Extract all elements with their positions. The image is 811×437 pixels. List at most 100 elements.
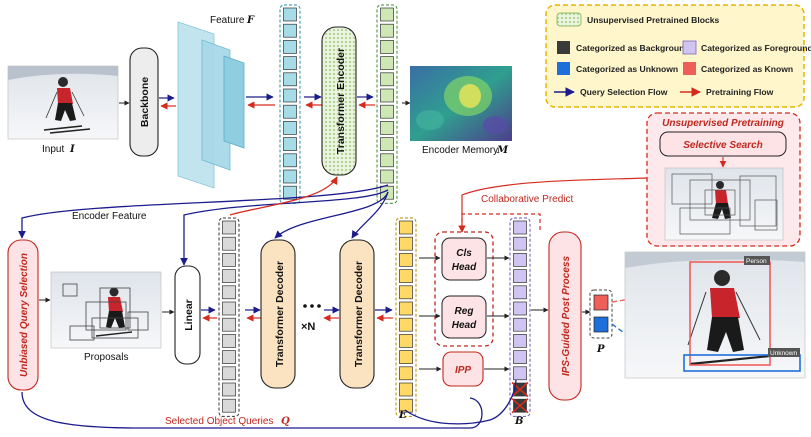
memory-token-cell bbox=[380, 121, 394, 135]
legend-query-flow: Query Selection Flow bbox=[580, 87, 668, 97]
discard-mark bbox=[511, 398, 529, 414]
backbone-block bbox=[129, 47, 159, 157]
e-token-frame bbox=[395, 217, 417, 417]
query-token-cell bbox=[222, 366, 236, 381]
legend-background-swatch bbox=[557, 41, 570, 54]
feature-label: Feature bbox=[210, 15, 245, 26]
feature-token-cell bbox=[283, 153, 297, 168]
p-token-known bbox=[593, 294, 609, 311]
unsupervised-pretraining-label: Unsupervised Pretraining bbox=[662, 118, 784, 129]
legend-pretrain-flow: Pretraining Flow bbox=[706, 87, 774, 97]
ipp-label: IPP bbox=[455, 365, 471, 376]
legend: Unsupervised Pretrained Blocks Categoriz… bbox=[545, 4, 811, 108]
memory-token-cell bbox=[380, 153, 394, 168]
e-token-cell bbox=[399, 285, 413, 300]
linear-label: Linear bbox=[183, 299, 195, 331]
input-label: Input bbox=[42, 144, 64, 155]
ipp-block bbox=[442, 351, 484, 387]
query-token-cell bbox=[222, 398, 236, 413]
transformer-encoder-label: Transformer Encoder bbox=[335, 48, 347, 154]
memory-token-cell bbox=[380, 104, 394, 119]
repeat-label: ×N bbox=[301, 321, 315, 333]
ellipsis-dot-2 bbox=[310, 304, 314, 308]
reg-head-block bbox=[441, 295, 487, 339]
pretraining-to-heads-flow bbox=[458, 177, 648, 233]
e-token-cell bbox=[399, 269, 413, 283]
e-token-column bbox=[395, 217, 417, 417]
b-token-cell bbox=[513, 285, 527, 300]
b-token-cell bbox=[513, 220, 527, 235]
query-token-frame bbox=[218, 217, 240, 417]
selected-object-queries-label: Selected Object Queries bbox=[165, 416, 273, 427]
e-token-cell bbox=[399, 220, 413, 235]
feature-token-cell bbox=[283, 104, 297, 119]
b-token-column bbox=[509, 217, 531, 417]
proposals-label: Proposals bbox=[84, 352, 128, 363]
query-token-cell bbox=[222, 253, 236, 267]
legend-foreground-swatch bbox=[682, 40, 697, 55]
legend-known: Categorized as Known bbox=[701, 64, 793, 74]
selective-search-label: Selective Search bbox=[683, 140, 763, 151]
b-token-cell bbox=[513, 317, 527, 332]
query-token-cell bbox=[222, 269, 236, 283]
selective-search-image bbox=[664, 167, 784, 241]
unbiased-query-selection-block bbox=[7, 239, 39, 391]
e-token-cell bbox=[399, 317, 413, 332]
memory-token-cell bbox=[380, 137, 394, 151]
feature-token-cell bbox=[283, 137, 297, 151]
query-token-cell bbox=[222, 317, 236, 332]
backbone-label: Backbone bbox=[139, 77, 151, 127]
memory-token-cell bbox=[380, 169, 394, 184]
memory-token-cell bbox=[380, 72, 394, 87]
unknown-tag-label: Unknown bbox=[770, 350, 797, 357]
linear-block bbox=[174, 265, 201, 365]
collaborative-predict-label: Collaborative Predict bbox=[481, 194, 573, 205]
b-token-cell bbox=[513, 301, 527, 316]
unbiased-query-selection-label: Unbiased Query Selection bbox=[19, 253, 30, 377]
query-token-cell bbox=[222, 236, 236, 251]
encoder-feature-to-decoder bbox=[351, 191, 389, 239]
memory-token-cell bbox=[380, 7, 394, 22]
e-token-cell bbox=[399, 350, 413, 364]
e-symbol: E bbox=[398, 410, 407, 421]
feature-token-cell bbox=[283, 121, 297, 135]
encoder-feature-to-linear bbox=[180, 189, 389, 266]
feature-token-cell bbox=[283, 56, 297, 70]
query-token-cell bbox=[222, 350, 236, 364]
e-token-cell bbox=[399, 382, 413, 397]
b-symbol: B bbox=[514, 416, 523, 427]
p-token-unknown bbox=[593, 316, 609, 333]
legend-pretrained-swatch bbox=[556, 12, 582, 27]
feature-maps bbox=[177, 21, 245, 189]
feature-token-cell bbox=[283, 7, 297, 22]
p-token-column bbox=[589, 289, 613, 339]
b-token-cell bbox=[513, 269, 527, 283]
encoder-memory-label: Encoder Memory bbox=[422, 145, 498, 156]
unknown-tag bbox=[768, 348, 800, 357]
output-image bbox=[624, 251, 806, 379]
legend-background: Categorized as Background bbox=[576, 43, 690, 53]
transformer-decoder-1-block bbox=[260, 239, 296, 389]
b-token-cell bbox=[513, 366, 527, 381]
ips-guided-post-process-block bbox=[548, 231, 582, 401]
cls-head-block bbox=[441, 237, 487, 281]
selected-queries-flow bbox=[21, 391, 483, 429]
feature-token-cell bbox=[283, 40, 297, 54]
input-symbol: I bbox=[69, 144, 75, 155]
query-token-cell bbox=[222, 382, 236, 397]
transformer-decoder-n-label: Transformer Decoder bbox=[353, 261, 365, 367]
encoder-memory-heatmap bbox=[410, 66, 512, 141]
proposals-image bbox=[50, 271, 162, 349]
transformer-decoder-n-block bbox=[339, 239, 375, 389]
encoder-memory-symbol: M bbox=[496, 145, 509, 156]
pretrain-flow-to-encoder bbox=[229, 176, 338, 216]
ellipsis-dot-3 bbox=[317, 304, 321, 308]
memory-token-cell bbox=[380, 88, 394, 103]
feature-symbol: F bbox=[246, 15, 255, 26]
b-token-frame bbox=[509, 217, 531, 417]
collaborative-predict-flow bbox=[458, 213, 541, 233]
e-token-cell bbox=[399, 398, 413, 413]
memory-token-cell bbox=[380, 40, 394, 54]
